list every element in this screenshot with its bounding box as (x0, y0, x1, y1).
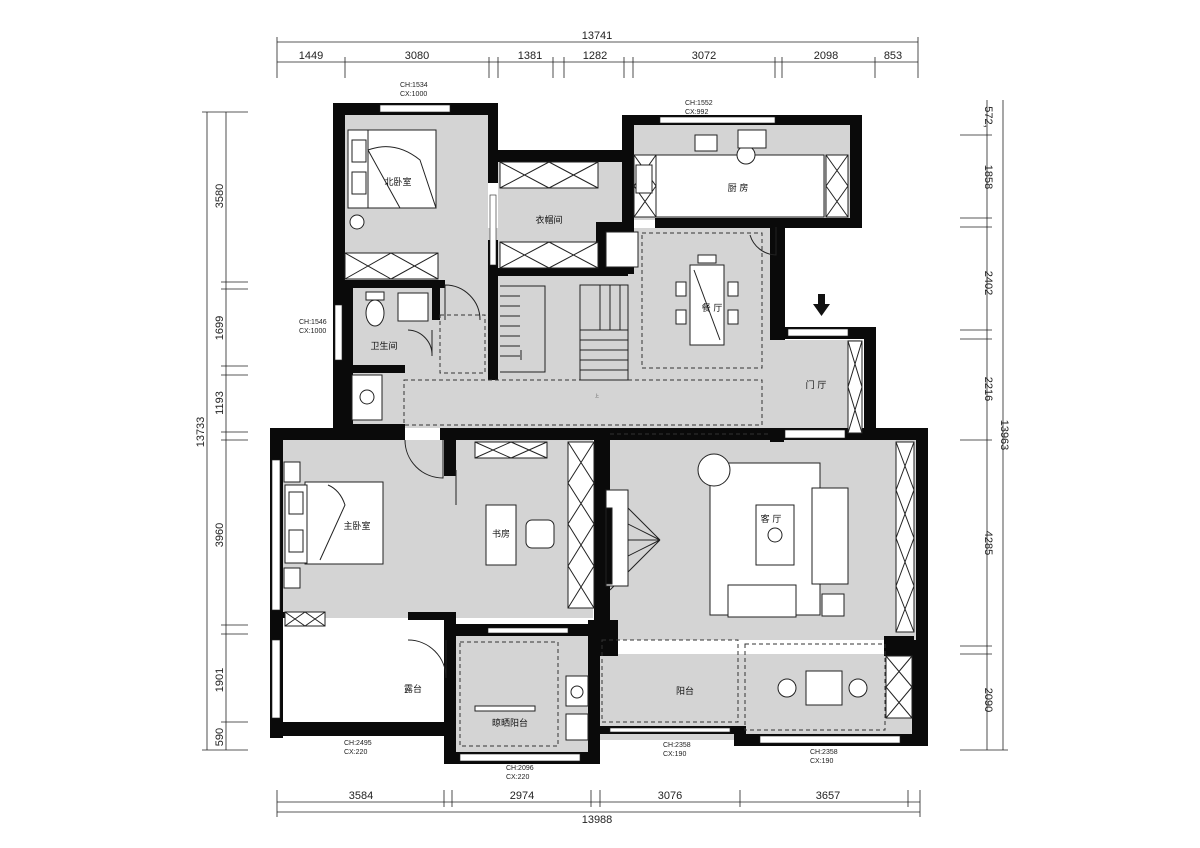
right-total-dim: 13963 (998, 420, 1010, 451)
room-label-balcony: 阳台 (676, 685, 694, 697)
windows (271, 104, 901, 762)
room-label-dining: 餐 厅 (702, 302, 723, 314)
note-balcony-ch: CH:2358 (663, 742, 691, 749)
top-dim-6: 2098 (814, 50, 838, 62)
right-dimensions: 572, 1858 2402 2216 4285 2090 13963 (960, 100, 1010, 751)
left-dim-4: 3960 (214, 523, 226, 547)
left-dim-3: 1193 (214, 391, 226, 415)
top-dim-7: 853 (884, 50, 902, 62)
note-terrace-ch: CH:2495 (344, 740, 372, 747)
window-notes: CH:1534 CX:1000 CH:1552 CX:992 CH:1546 C… (299, 82, 838, 781)
top-dimensions: 13741 1449 3080 1381 1282 3072 2098 853 (276, 30, 919, 78)
note-bathroom-ch: CH:1546 (299, 319, 327, 326)
bottom-dim-1: 3584 (349, 790, 373, 802)
note-balcony-right-ch: CH:2358 (810, 749, 838, 756)
bottom-total-dim: 13988 (582, 814, 613, 826)
left-dim-1: 3580 (214, 184, 226, 208)
room-label-terrace: 露台 (404, 683, 422, 695)
room-label-living: 客 厅 (761, 513, 782, 525)
left-dim-2: 1699 (214, 316, 226, 340)
note-drying-balcony-cx: CX:220 (506, 774, 529, 781)
top-dim-3: 1381 (518, 50, 542, 62)
cabinets (284, 154, 915, 719)
right-dim-6: 2090 (982, 688, 994, 712)
right-dim-1: 572, (982, 106, 994, 127)
left-dim-5: 1901 (214, 668, 226, 692)
top-dim-4: 1282 (583, 50, 607, 62)
right-dim-5: 4285 (982, 531, 994, 555)
doors (404, 227, 777, 679)
right-dim-3: 2402 (982, 271, 994, 295)
room-label-north-bedroom: 北卧室 (384, 176, 411, 188)
room-label-foyer: 门 厅 (806, 379, 827, 391)
top-total-dim: 13741 (582, 30, 613, 42)
entry-arrow-icon (813, 294, 830, 316)
note-balcony-cx: CX:190 (663, 751, 686, 758)
top-dim-1: 1449 (299, 50, 323, 62)
note-terrace-cx: CX:220 (344, 749, 367, 756)
room-label-closet: 衣帽间 (535, 214, 562, 226)
furniture (283, 129, 868, 741)
room-label-kitchen: 厨 房 (728, 182, 749, 194)
bottom-dim-4: 3657 (816, 790, 840, 802)
note-north-bedroom-ch: CH:1534 (400, 82, 428, 89)
note-drying-balcony-ch: CH:2096 (506, 765, 534, 772)
bottom-dim-3: 3076 (658, 790, 682, 802)
note-bathroom-cx: CX:1000 (299, 328, 326, 335)
room-label-master-bedroom: 主卧室 (343, 520, 370, 532)
top-dim-2: 3080 (405, 50, 429, 62)
note-kitchen-cx: CX:992 (685, 109, 708, 116)
right-dim-4: 2216 (982, 377, 994, 401)
right-dim-2: 1858 (982, 165, 994, 189)
stair-up-label: 上 (595, 392, 599, 398)
left-dim-6: 590 (214, 728, 226, 746)
bottom-dim-2: 2974 (510, 790, 534, 802)
left-dimensions: 13733 3580 1699 1193 3960 1901 590 (195, 111, 248, 751)
note-balcony-right-cx: CX:190 (810, 758, 833, 765)
bottom-dimensions: 3584 2974 3076 3657 13988 (276, 790, 921, 826)
left-total-dim: 13733 (195, 417, 207, 448)
top-dim-5: 3072 (692, 50, 716, 62)
room-label-study: 书房 (492, 528, 510, 540)
room-labels: 北卧室 衣帽间 厨 房 餐 厅 卫生间 门 厅 主卧室 书房 客 厅 露台 晾晒… (343, 176, 826, 729)
room-label-drying-balcony: 晾晒阳台 (492, 717, 528, 729)
room-label-bathroom: 卫生间 (370, 340, 397, 352)
note-north-bedroom-cx: CX:1000 (400, 91, 427, 98)
staircase (500, 284, 661, 591)
note-kitchen-ch: CH:1552 (685, 100, 713, 107)
